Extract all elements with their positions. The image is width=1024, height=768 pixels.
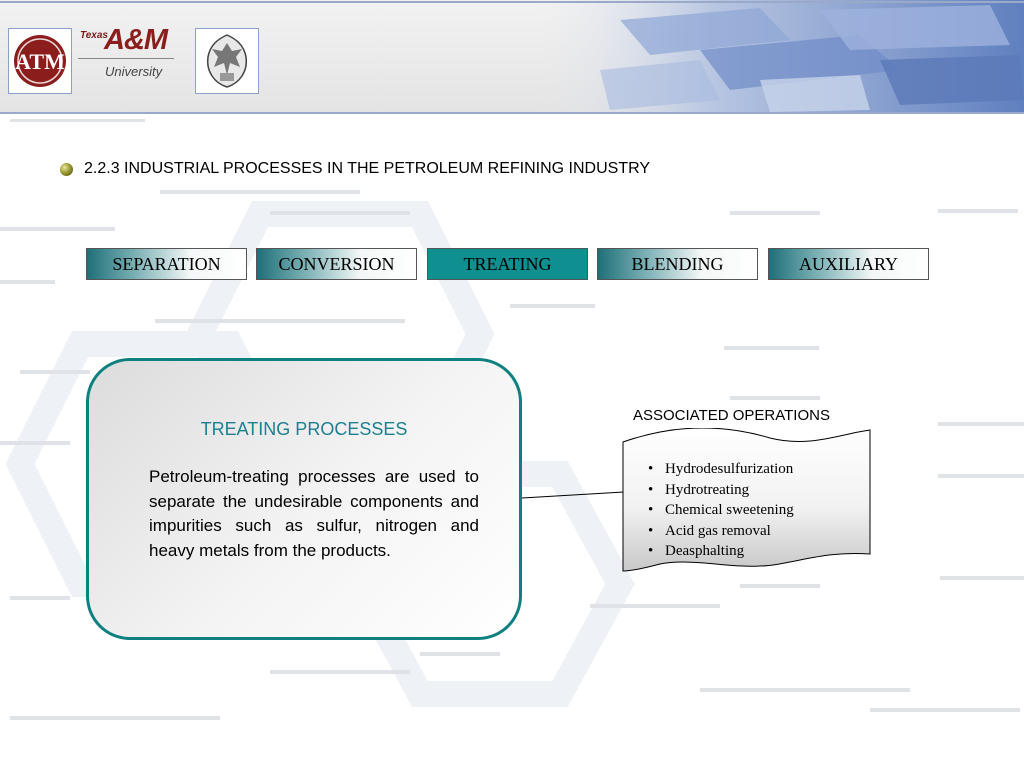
associated-operations-title: ASSOCIATED OPERATIONS	[633, 407, 830, 424]
logo-rule	[78, 58, 174, 59]
tab-auxiliary-label: AUXILIARY	[799, 253, 898, 274]
card-body: Petroleum-treating processes are used to…	[149, 467, 479, 560]
list-item: Hydrotreating	[648, 480, 794, 501]
tab-auxiliary[interactable]: AUXILIARY	[768, 248, 929, 280]
svg-text:ATM: ATM	[15, 49, 65, 74]
atm-emblem-icon: ATM	[14, 35, 66, 87]
header-decoration	[0, 0, 1024, 112]
card-title: TREATING PROCESSES	[200, 419, 408, 439]
tab-treating[interactable]: TREATING	[427, 248, 588, 280]
logo-university: University	[105, 64, 163, 79]
page-title: 2.2.3 INDUSTRIAL PROCESSES IN THE PETROL…	[84, 160, 651, 177]
texas-am-wordmark: Texas A&M University	[78, 24, 183, 84]
list-item: Acid gas removal	[648, 521, 794, 542]
tab-separation-label: SEPARATION	[112, 253, 221, 274]
logo-am: A&M	[104, 24, 168, 56]
section-title-row: 2.2.3 INDUSTRIAL PROCESSES IN THE PETROL…	[60, 160, 650, 178]
tab-separation[interactable]: SEPARATION	[86, 248, 247, 280]
associated-operations-list: Hydrodesulfurization Hydrotreating Chemi…	[648, 459, 794, 562]
seal-logo	[195, 28, 259, 94]
title-bullet-icon	[60, 162, 73, 176]
eagle-seal-icon	[206, 34, 248, 88]
tab-blending[interactable]: BLENDING	[597, 248, 758, 280]
tab-blending-label: BLENDING	[631, 253, 724, 274]
tab-conversion[interactable]: CONVERSION	[256, 248, 417, 280]
treating-processes-card: TREATING PROCESSES Petroleum-treating pr…	[86, 358, 522, 640]
tab-conversion-label: CONVERSION	[278, 253, 395, 274]
header-banner: ATM Texas A&M University	[0, 0, 1024, 114]
tab-treating-label: TREATING	[463, 253, 552, 274]
list-item: Hydrodesulfurization	[648, 459, 794, 480]
list-item: Deasphalting	[648, 541, 794, 562]
logo-texas: Texas	[80, 30, 108, 41]
list-item: Chemical sweetening	[648, 500, 794, 521]
atm-logo: ATM	[8, 28, 72, 94]
